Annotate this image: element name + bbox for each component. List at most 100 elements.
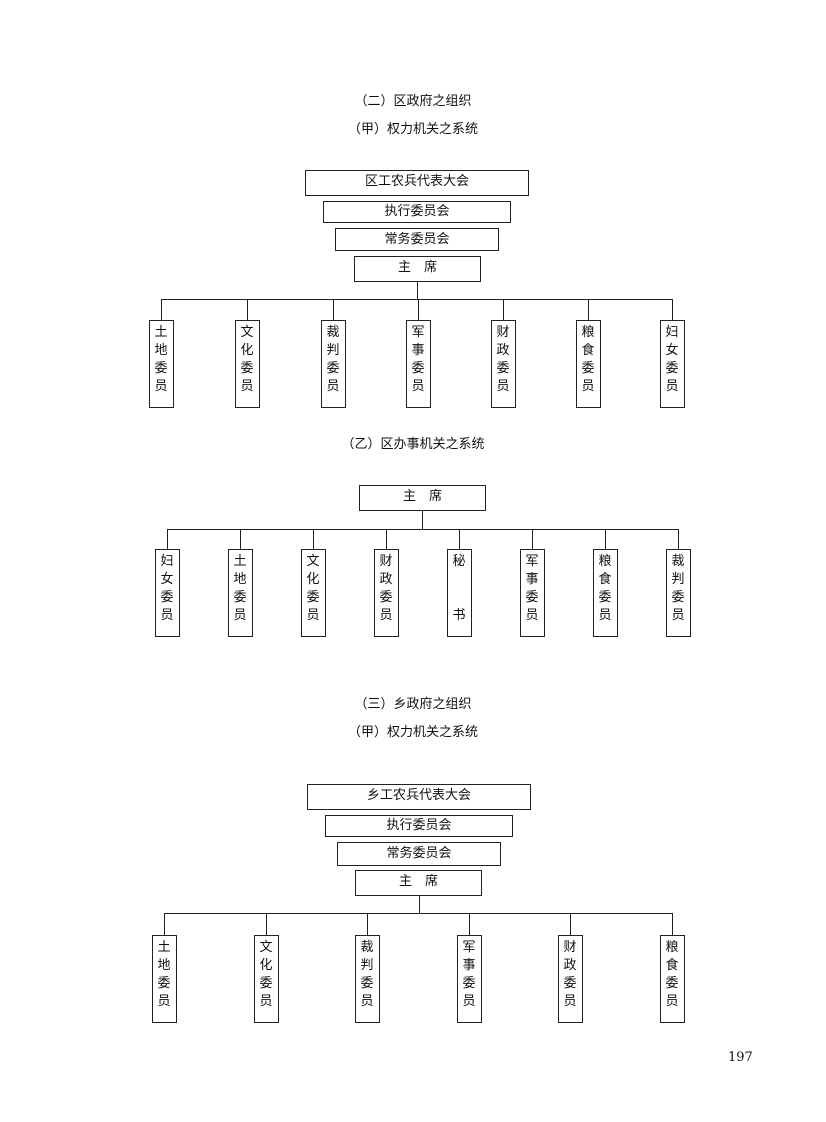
committee-char: 委 bbox=[326, 361, 340, 376]
district-admin-committee-box: 财政委员 bbox=[373, 549, 399, 637]
township-power-committee-box: 土地委员 bbox=[151, 935, 177, 1023]
committee-char: 裁 bbox=[360, 940, 374, 955]
committee-char: 政 bbox=[496, 343, 510, 358]
district-admin-committee-box: 土地委员 bbox=[227, 549, 253, 637]
committee-char: 裁 bbox=[326, 325, 340, 340]
committee-char: 员 bbox=[496, 379, 510, 394]
committee-char: 土 bbox=[233, 554, 247, 569]
committee-char: 秘 bbox=[452, 554, 466, 569]
committee-char: 委 bbox=[360, 976, 374, 991]
committee-char: 员 bbox=[259, 994, 273, 1009]
district-power-committee-box: 军事委员 bbox=[405, 320, 431, 408]
committee-char: 委 bbox=[462, 976, 476, 991]
committee-char: 委 bbox=[240, 361, 254, 376]
committee-char: 地 bbox=[154, 343, 168, 358]
committee-char: 委 bbox=[259, 976, 273, 991]
committee-char: 员 bbox=[306, 608, 320, 623]
committee-char: 员 bbox=[665, 379, 679, 394]
committee-char: 员 bbox=[563, 994, 577, 1009]
township-power-trunk-line bbox=[419, 896, 420, 913]
committee-char: 委 bbox=[157, 976, 171, 991]
section3-title: （三）乡政府之组织 bbox=[354, 697, 472, 712]
township-power-drop-line bbox=[469, 913, 470, 935]
committee-char: 军 bbox=[525, 554, 539, 569]
committee-char: 委 bbox=[160, 590, 174, 605]
committee-char: 判 bbox=[671, 572, 685, 587]
committee-char: 委 bbox=[665, 976, 679, 991]
district-admin-drop-line bbox=[459, 529, 460, 549]
committee-char: 员 bbox=[360, 994, 374, 1009]
section2-title: （二）区政府之组织 bbox=[354, 94, 472, 109]
committee-char: 妇 bbox=[665, 325, 679, 340]
township-power-committee-box: 军事委员 bbox=[456, 935, 482, 1023]
district-power-committee-box: 粮食委员 bbox=[575, 320, 601, 408]
committee-char: 委 bbox=[306, 590, 320, 605]
committee-char: 判 bbox=[326, 343, 340, 358]
committee-char: 事 bbox=[462, 958, 476, 973]
committee-char: 粮 bbox=[598, 554, 612, 569]
district-power-trunk-line bbox=[417, 282, 418, 299]
township-chairman-box: 主 席 bbox=[355, 870, 482, 896]
committee-char: 员 bbox=[379, 608, 393, 623]
district-chairman-box: 主 席 bbox=[354, 256, 481, 282]
committee-char: 化 bbox=[240, 343, 254, 358]
committee-char: 食 bbox=[598, 572, 612, 587]
district-power-committee-box: 妇女委员 bbox=[659, 320, 685, 408]
committee-char: 妇 bbox=[160, 554, 174, 569]
committee-char: 化 bbox=[306, 572, 320, 587]
committee-char: 政 bbox=[379, 572, 393, 587]
committee-char: 员 bbox=[665, 994, 679, 1009]
committee-char: 化 bbox=[259, 958, 273, 973]
committee-char: 军 bbox=[462, 940, 476, 955]
committee-char: 委 bbox=[598, 590, 612, 605]
committee-char: 食 bbox=[581, 343, 595, 358]
township-power-drop-line bbox=[164, 913, 165, 935]
district-admin-drop-line bbox=[532, 529, 533, 549]
committee-char: 文 bbox=[259, 940, 273, 955]
committee-char: 女 bbox=[160, 572, 174, 587]
committee-char: 员 bbox=[598, 608, 612, 623]
committee-char bbox=[448, 571, 471, 589]
committee-char: 委 bbox=[233, 590, 247, 605]
district-admin-committee-box: 秘 书 bbox=[446, 549, 472, 637]
committee-char: 粮 bbox=[665, 940, 679, 955]
district-power-drop-line bbox=[588, 299, 589, 320]
section2-part-a-title: （甲）权力机关之系统 bbox=[347, 122, 478, 137]
committee-char: 员 bbox=[671, 608, 685, 623]
committee-char: 事 bbox=[525, 572, 539, 587]
committee-char: 员 bbox=[233, 608, 247, 623]
district-admin-drop-line bbox=[313, 529, 314, 549]
committee-char: 财 bbox=[379, 554, 393, 569]
district-admin-drop-line bbox=[678, 529, 679, 549]
committee-char: 事 bbox=[411, 343, 425, 358]
township-power-branch-bar bbox=[164, 913, 673, 914]
district-congress-box: 区工农兵代表大会 bbox=[305, 170, 529, 196]
district-power-drop-line bbox=[503, 299, 504, 320]
committee-char: 委 bbox=[665, 361, 679, 376]
committee-char: 员 bbox=[326, 379, 340, 394]
committee-char: 判 bbox=[360, 958, 374, 973]
committee-char: 粮 bbox=[581, 325, 595, 340]
township-power-drop-line bbox=[367, 913, 368, 935]
district-standing-committee-box: 常务委员会 bbox=[335, 228, 499, 251]
district-power-drop-line bbox=[333, 299, 334, 320]
committee-char: 地 bbox=[157, 958, 171, 973]
committee-char: 委 bbox=[379, 590, 393, 605]
section3-part-a-title: （甲）权力机关之系统 bbox=[347, 725, 478, 740]
district-power-branch-bar bbox=[161, 299, 673, 300]
committee-char: 委 bbox=[496, 361, 510, 376]
committee-char: 员 bbox=[462, 994, 476, 1009]
committee-char: 女 bbox=[665, 343, 679, 358]
committee-char: 员 bbox=[154, 379, 168, 394]
district-power-drop-line bbox=[672, 299, 673, 320]
committee-char: 员 bbox=[525, 608, 539, 623]
committee-char: 委 bbox=[525, 590, 539, 605]
district-admin-committee-box: 裁判委员 bbox=[665, 549, 691, 637]
committee-char: 财 bbox=[496, 325, 510, 340]
township-standing-committee-box: 常务委员会 bbox=[337, 842, 501, 866]
committee-char: 政 bbox=[563, 958, 577, 973]
committee-char bbox=[448, 589, 471, 607]
committee-char: 土 bbox=[157, 940, 171, 955]
committee-char: 员 bbox=[160, 608, 174, 623]
committee-char: 军 bbox=[411, 325, 425, 340]
